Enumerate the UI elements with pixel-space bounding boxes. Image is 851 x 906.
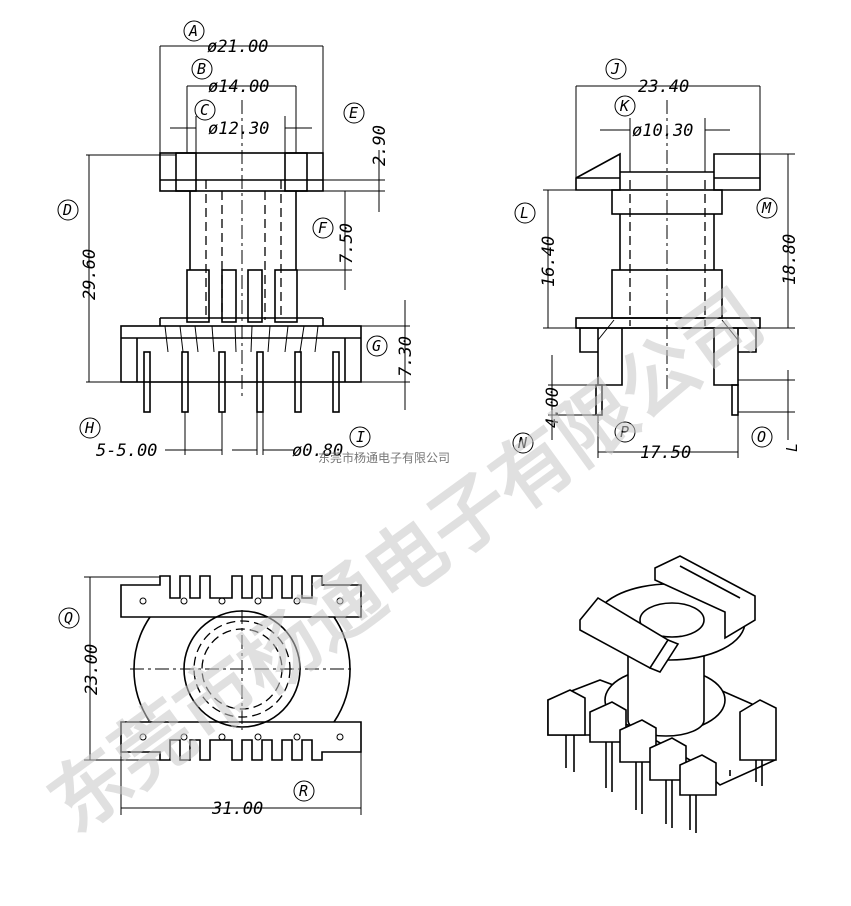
watermark-small-text: 东莞市杨通电子有限公司 — [318, 450, 450, 465]
label-l-pin: L — [783, 443, 801, 452]
label-e: E — [349, 104, 358, 122]
dim-m: 18.80 — [780, 234, 800, 285]
label-q: Q — [64, 609, 73, 627]
isometric-view — [547, 555, 777, 833]
dim-r: 31.00 — [211, 799, 263, 819]
dim-a: ø21.00 — [207, 37, 268, 57]
label-j: J — [610, 60, 620, 78]
front-view: A B C E D F G H I ø21.00 ø14.00 ø12.30 2… — [57, 20, 416, 461]
dim-k: ø10.30 — [632, 121, 693, 141]
label-p: P — [620, 423, 629, 441]
label-b: B — [197, 60, 206, 78]
dim-b: ø14.00 — [208, 77, 269, 97]
label-a: A — [188, 22, 198, 40]
dim-n: 4.00 — [543, 387, 563, 428]
label-o: O — [757, 428, 766, 446]
label-d: D — [62, 201, 72, 219]
label-n: N — [517, 434, 528, 452]
dim-i: ø0.80 — [292, 441, 343, 461]
dim-f: 7.50 — [337, 223, 357, 264]
top-view: Q R 23.00 31.00 — [58, 575, 362, 819]
dim-e: 2.90 — [370, 125, 390, 166]
dim-h: 5-5.00 — [96, 441, 157, 461]
label-i: I — [356, 428, 365, 446]
dim-d: 29.60 — [80, 249, 100, 300]
label-m: M — [761, 199, 772, 217]
dim-q: 23.00 — [82, 644, 102, 695]
dim-j: 23.40 — [638, 77, 689, 97]
dim-l: 16.40 — [539, 236, 559, 287]
side-view: J K L M N P O L 23.40 ø10.30 16.40 18.80… — [512, 58, 801, 463]
label-f: F — [318, 219, 328, 237]
dim-c: ø12.30 — [208, 119, 269, 139]
label-c: C — [200, 101, 209, 119]
dim-g: 7.30 — [396, 336, 416, 377]
label-l: L — [520, 204, 529, 222]
label-r: R — [299, 782, 308, 800]
label-k: K — [619, 97, 630, 115]
label-g: G — [372, 337, 381, 355]
dim-p: 17.50 — [640, 443, 691, 463]
label-h: H — [84, 419, 95, 437]
